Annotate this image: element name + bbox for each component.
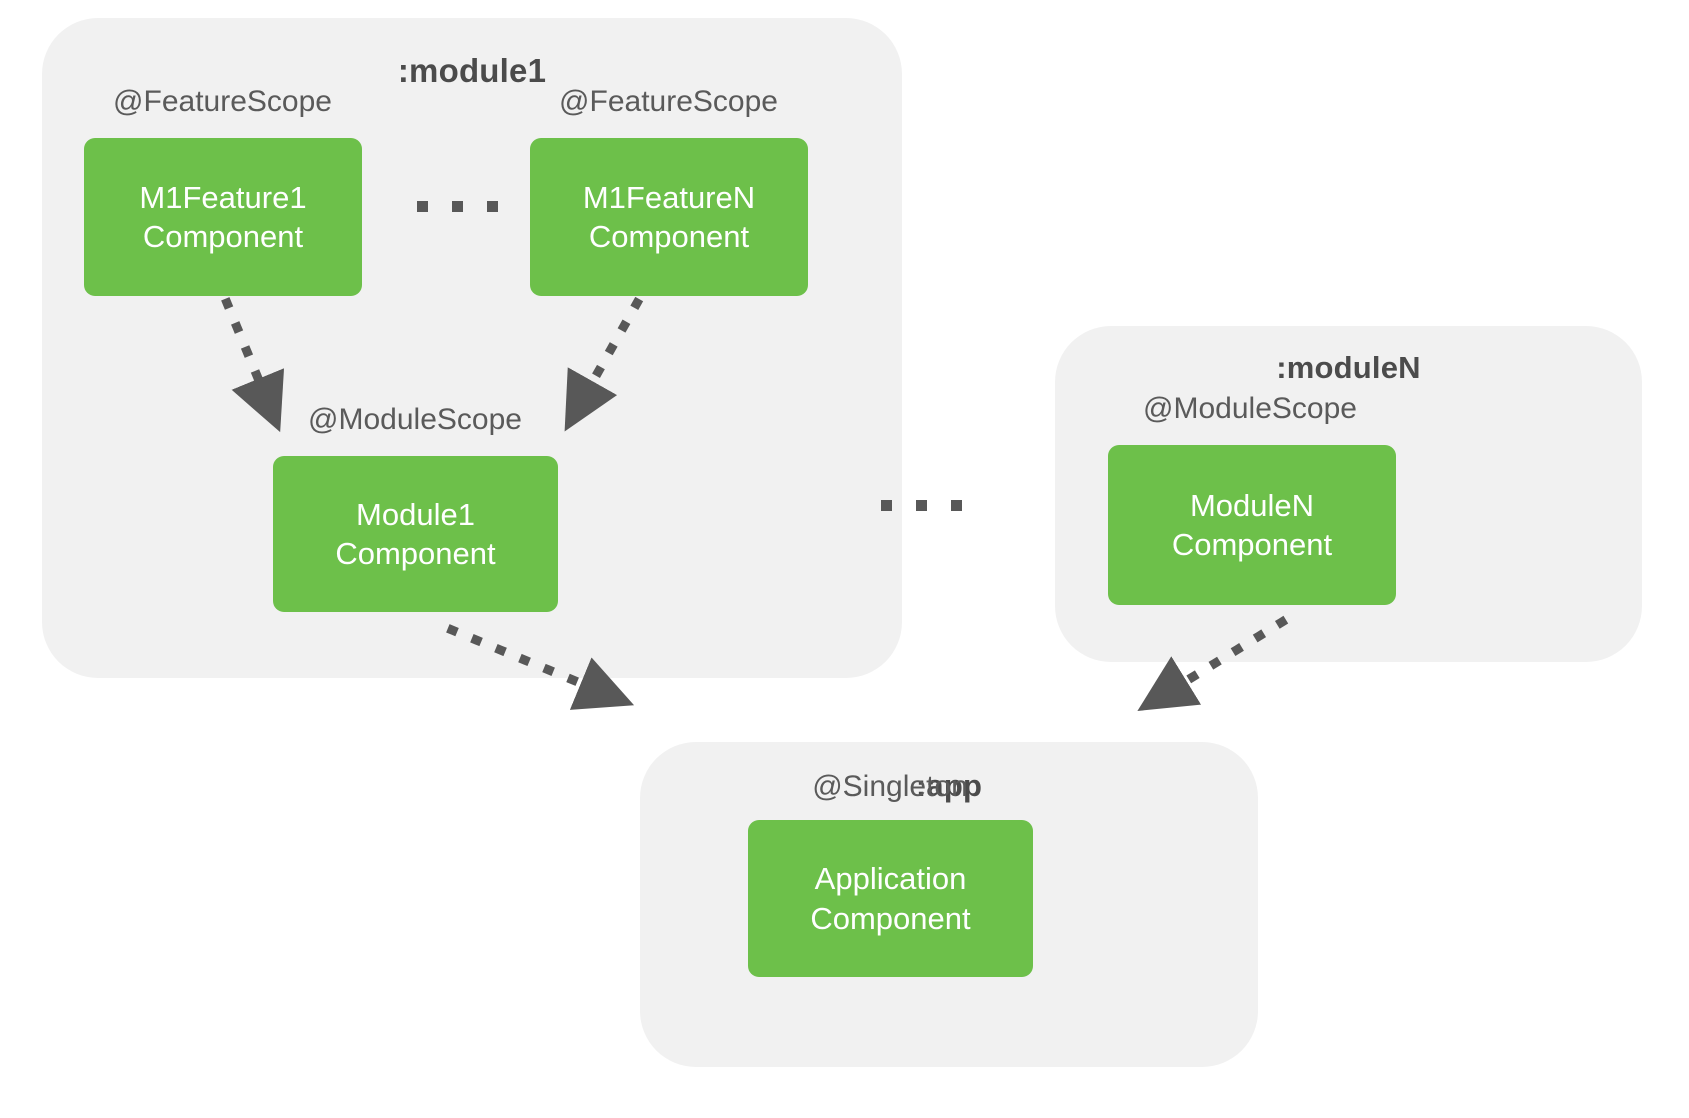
component-m1featuren[interactable]: M1FeatureN Component [530,138,808,296]
component-module1-line2: Component [335,536,496,571]
component-moduleN[interactable]: ModuleN Component [1108,445,1396,605]
app-title: :app [915,768,983,803]
module-scope-label-moduleN: @ModuleScope [1143,392,1357,425]
module1-title: :module1 [397,52,547,89]
component-application-line2: Component [810,900,971,936]
feature-scope-label-left: @FeatureScope [113,85,332,118]
moduleN-title: :moduleN [1276,350,1421,385]
modules-ellipsis [881,500,962,511]
ellipsis-dot [951,500,962,511]
ellipsis-dot [452,201,463,212]
feature-components-ellipsis [417,201,498,212]
ellipsis-dot [916,500,927,511]
component-m1feature1-line2: Component [142,219,304,254]
component-moduleN-line1: ModuleN [1189,487,1315,523]
component-moduleN-line2: Component [1171,527,1333,562]
module-scope-label-module1: @ModuleScope [308,403,522,436]
component-m1feature1-line1: M1Feature1 [139,179,307,215]
component-application[interactable]: Application Component [748,820,1033,977]
component-m1feature1[interactable]: M1Feature1 Component [84,138,362,296]
singleton-scope-label: @Singleton [812,770,968,803]
component-m1featuren-line1: M1FeatureN [582,179,756,215]
component-m1featuren-line2: Component [588,219,750,254]
ellipsis-dot [417,201,428,212]
component-application-line1: Application [814,861,967,897]
component-module1-line1: Module1 [356,496,475,532]
ellipsis-dot [487,201,498,212]
feature-scope-label-right: @FeatureScope [559,85,778,118]
ellipsis-dot [881,500,892,511]
component-module1[interactable]: Module1 Component [273,456,558,612]
